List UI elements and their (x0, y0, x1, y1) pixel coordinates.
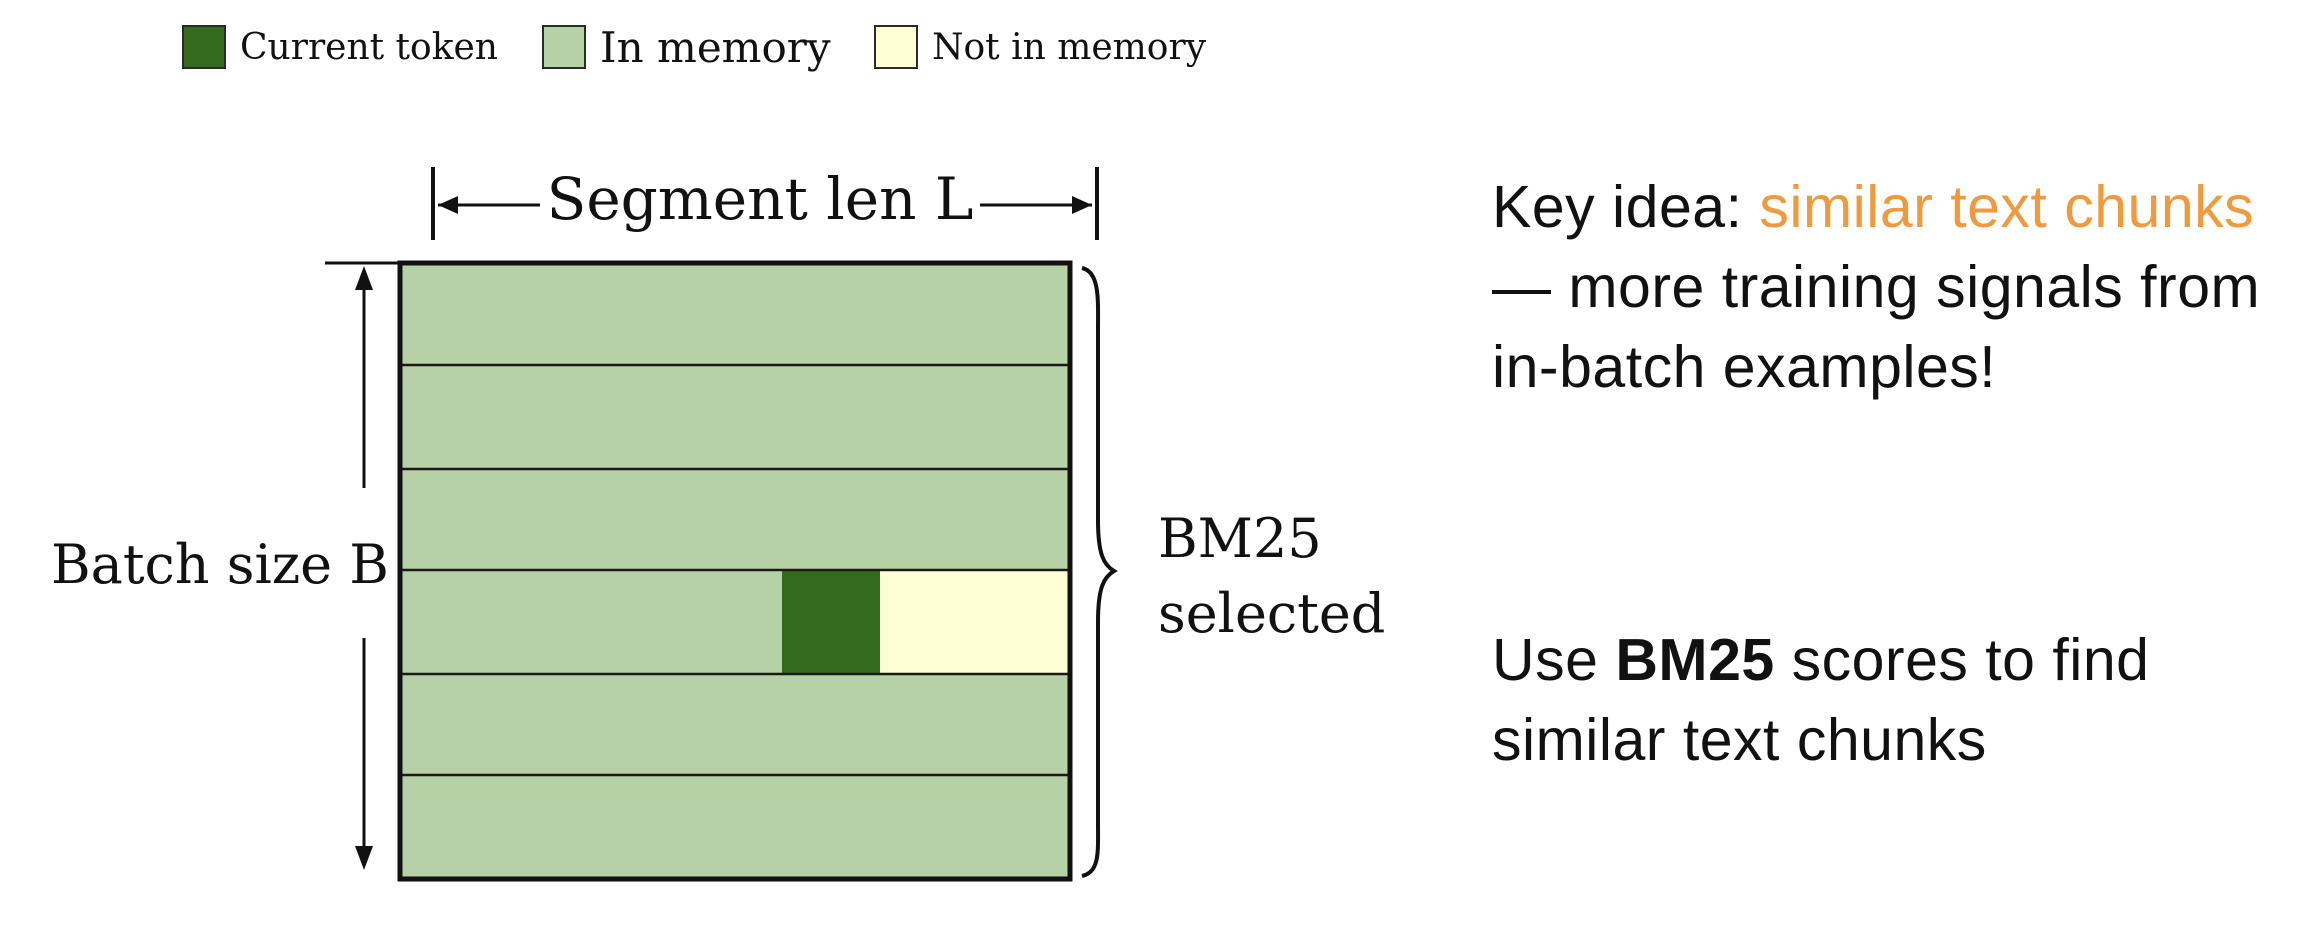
key-idea-text: Key idea: similar text chunks — more tra… (1492, 167, 2260, 407)
legend-swatch-in-memory (542, 25, 586, 69)
bm25-note-suffix: scores to find (1774, 627, 2150, 693)
current-token-cell (782, 570, 880, 674)
bm25-note-line1: Use BM25 scores to find (1492, 620, 2150, 700)
row-dividers (400, 363, 1070, 777)
bm25-label: BM25 (1158, 507, 1322, 570)
key-idea-line3: in-batch examples! (1492, 334, 1997, 400)
key-idea-prefix: Key idea: (1492, 174, 1760, 240)
legend-item-current-token: Current token (182, 22, 498, 72)
legend-label-current-token: Current token (240, 26, 498, 68)
legend-item-in-memory: In memory (542, 22, 831, 72)
not-in-memory-cell (880, 570, 1070, 674)
segment-length-label: Segment len L (547, 165, 974, 233)
legend-label-not-in-memory: Not in memory (932, 26, 1207, 68)
selected-label: selected (1158, 582, 1385, 645)
bm25-note-line2: similar text chunks (1492, 707, 1987, 773)
bm25-note-bold: BM25 (1615, 627, 1775, 693)
legend-label-in-memory: In memory (600, 22, 831, 72)
memory-grid-border (397, 260, 1073, 882)
key-idea-highlight: similar text chunks (1759, 174, 2255, 240)
legend-item-not-in-memory: Not in memory (874, 22, 1206, 72)
batch-size-label: Batch size B (51, 533, 389, 596)
key-idea-line1: Key idea: similar text chunks (1492, 167, 2260, 247)
bm25-note-text: Use BM25 scores to find similar text chu… (1492, 620, 2150, 780)
legend-swatch-not-in-memory (874, 25, 918, 69)
segment-length-dimension (431, 167, 1099, 240)
legend-swatch-current-token (182, 25, 226, 69)
batch-size-dimension (325, 261, 400, 870)
bm25-note-prefix: Use (1492, 627, 1616, 693)
bm25-brace (1081, 266, 1118, 878)
key-idea-line2: — more training signals from (1492, 254, 2261, 320)
